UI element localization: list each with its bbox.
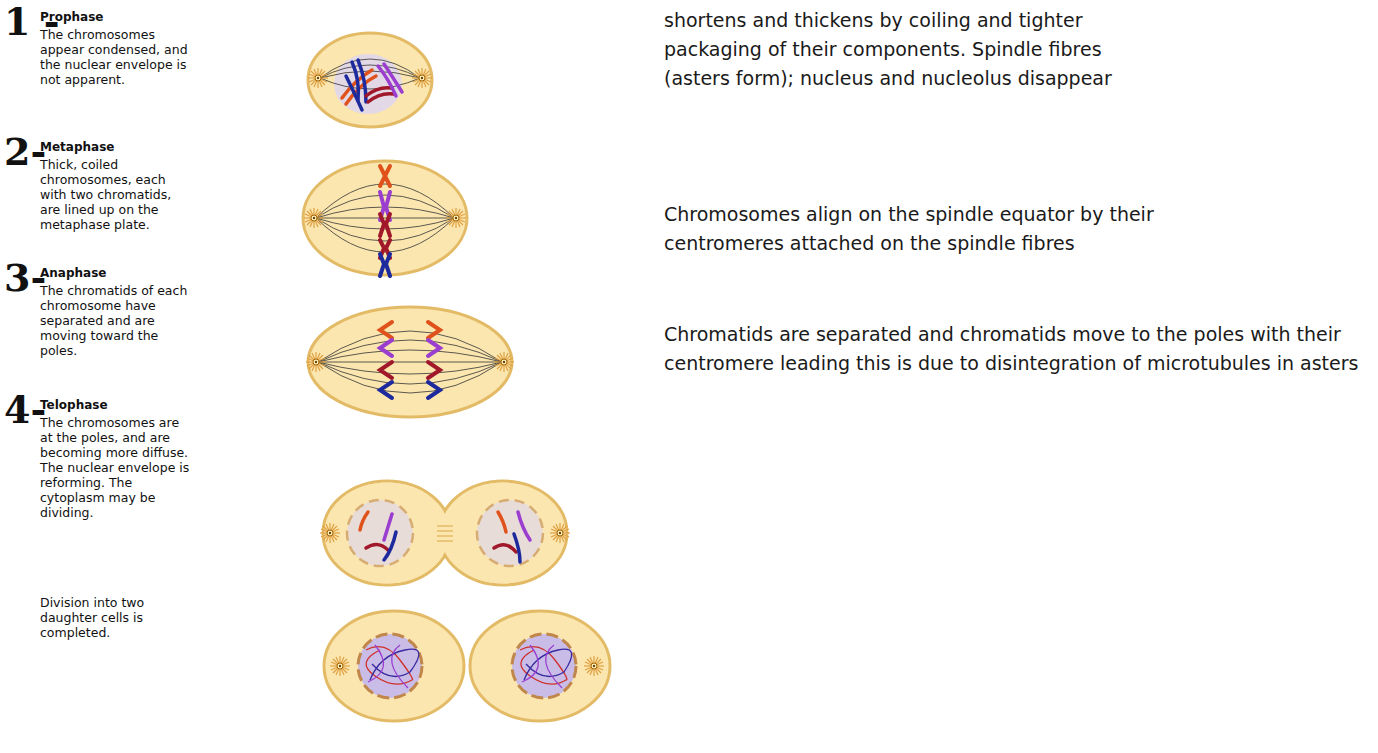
- stage-description: The chromosomes are at the poles, and ar…: [40, 415, 190, 520]
- explanation-note: shortens and thickens by coiling and tig…: [664, 6, 1164, 93]
- stage-description: The chromosomes appear condensed, and th…: [40, 27, 190, 87]
- step-number: 4-: [4, 390, 46, 430]
- metaphase-cell: [303, 161, 467, 276]
- step-number: 2-: [4, 132, 46, 172]
- anaphase-cell: [306, 307, 514, 417]
- explanation-note: Chromatids are separated and chromatids …: [664, 320, 1364, 378]
- step-number: 3-: [4, 258, 46, 298]
- daughter-cells: [324, 611, 610, 721]
- stage-title: Metaphase: [40, 140, 114, 154]
- prophase-cell: [308, 33, 432, 127]
- stage-title: Telophase: [40, 398, 108, 412]
- stage-title: Anaphase: [40, 266, 106, 280]
- stage-description: The chromatids of each chromosome have s…: [40, 283, 190, 358]
- stage-description: Thick, coiled chromosomes, each with two…: [40, 157, 190, 232]
- explanation-note: Chromosomes align on the spindle equator…: [664, 200, 1234, 258]
- stage-title: Prophase: [40, 10, 103, 24]
- telophase-cell: [320, 481, 570, 585]
- stage-description: Division into two daughter cells is comp…: [40, 595, 190, 640]
